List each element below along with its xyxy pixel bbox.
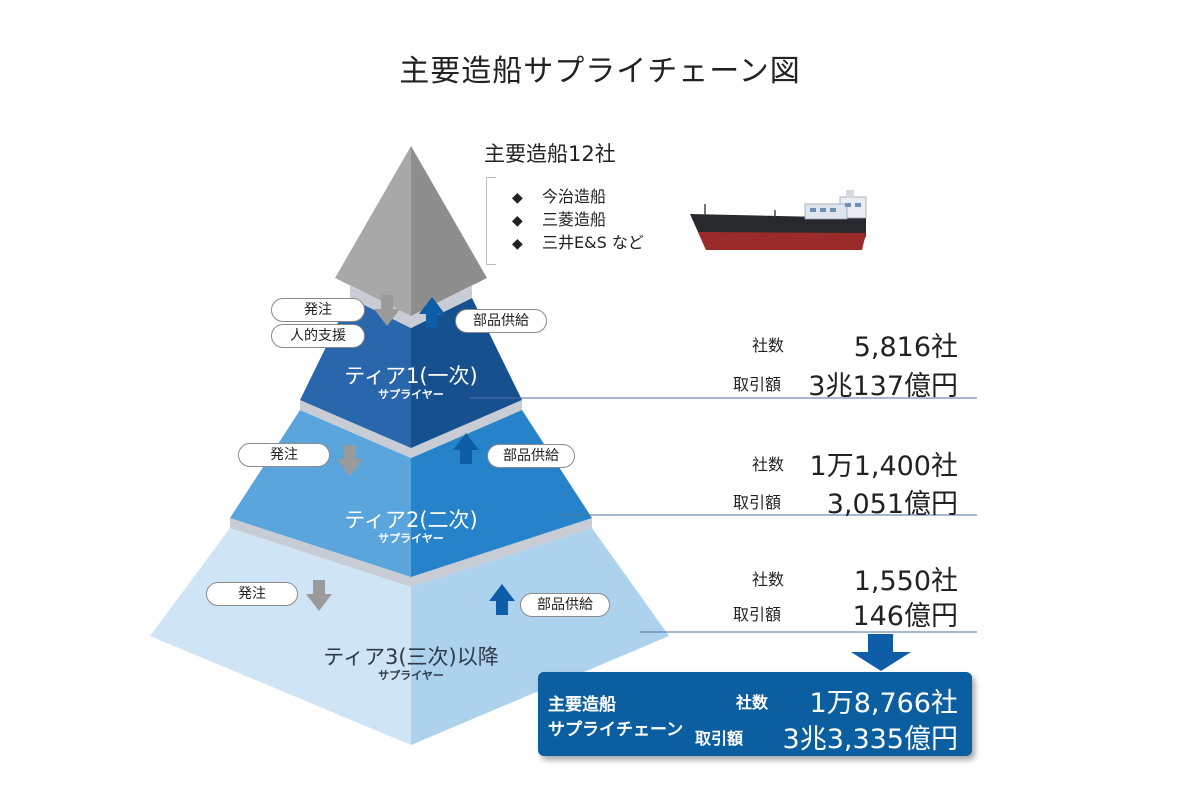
list-item: ◆三菱造船 <box>512 209 644 232</box>
company-list: ◆今治造船 ◆三菱造船 ◆三井E&S など <box>512 186 644 255</box>
order-arrow-down-icon <box>337 445 363 476</box>
order-pill: 発注 <box>206 582 298 606</box>
total-name-line1: 主要造船 <box>548 695 616 715</box>
tier1-label: ティア1(一次) サプライヤー <box>344 364 478 401</box>
parts-supply-pill: 部品供給 <box>455 309 547 333</box>
top-tier-heading: 主要造船12社 <box>484 142 616 166</box>
total-amount-label: 取引額 <box>695 729 744 748</box>
tier2-count-label: 社数 <box>752 455 785 474</box>
parts-supply-pill: 部品供給 <box>487 444 575 468</box>
parts-arrow-up-icon <box>419 297 445 328</box>
tier3-amount-label: 取引額 <box>733 605 782 624</box>
tier1-amount-label: 取引額 <box>733 375 782 394</box>
pyramid-separator-1 <box>300 400 522 458</box>
tier1-amount-value: 3兆137億円 <box>808 371 958 402</box>
tier1-count-label: 社数 <box>752 336 785 355</box>
pyramid-apex-left-face <box>335 146 411 316</box>
pyramid-separator-0 <box>350 286 472 328</box>
diamond-bullet-icon: ◆ <box>512 236 523 252</box>
list-item: ◆三井E&S など <box>512 232 644 255</box>
tier2-amount-value: 3,051億円 <box>826 489 958 520</box>
parts-supply-pill: 部品供給 <box>520 593 610 617</box>
order-arrow-down-icon <box>306 580 332 611</box>
pyramid-apex-right-face <box>411 146 487 316</box>
order-pill: 発注 <box>238 443 330 467</box>
tier2-amount-label: 取引額 <box>733 493 782 512</box>
personnel-support-pill: 人的支援 <box>271 324 365 348</box>
parts-arrow-up-icon <box>489 584 515 615</box>
tier2-label: ティア2(二次) サプライヤー <box>344 508 478 545</box>
total-arrow-down-icon <box>851 634 911 671</box>
tier3-count-value: 1,550社 <box>853 566 958 597</box>
tier3-count-label: 社数 <box>752 570 785 589</box>
diamond-bullet-icon: ◆ <box>512 190 523 206</box>
tier1-count-value: 5,816社 <box>853 332 958 363</box>
total-count-value: 1万8,766社 <box>809 688 958 719</box>
tier3-amount-value: 146億円 <box>852 601 958 632</box>
parts-arrow-up-icon <box>453 433 479 464</box>
tier3-label: ティア3(三次)以降 サプライヤー <box>323 645 499 682</box>
diamond-bullet-icon: ◆ <box>512 213 523 229</box>
total-summary-box: 主要造船 サプライチェーン 社数 1万8,766社 取引額 3兆3,335億円 <box>538 672 972 756</box>
pyramid-tier3-right-face <box>411 528 669 745</box>
total-name-line2: サプライチェーン <box>548 720 684 740</box>
total-amount-value: 3兆3,335億円 <box>782 724 958 755</box>
total-count-label: 社数 <box>736 693 769 712</box>
pyramid-tier1-left-face <box>300 298 411 448</box>
page-title: 主要造船サプライチェーン図 <box>399 54 801 89</box>
order-pill: 発注 <box>271 298 365 322</box>
pyramid-tier1-right-face <box>411 298 522 448</box>
order-arrow-down-icon <box>374 295 400 326</box>
tier2-count-value: 1万1,400社 <box>809 451 958 482</box>
cargo-ship-icon <box>690 190 867 250</box>
list-item: ◆今治造船 <box>512 186 644 209</box>
company-list-bracket <box>486 177 496 265</box>
